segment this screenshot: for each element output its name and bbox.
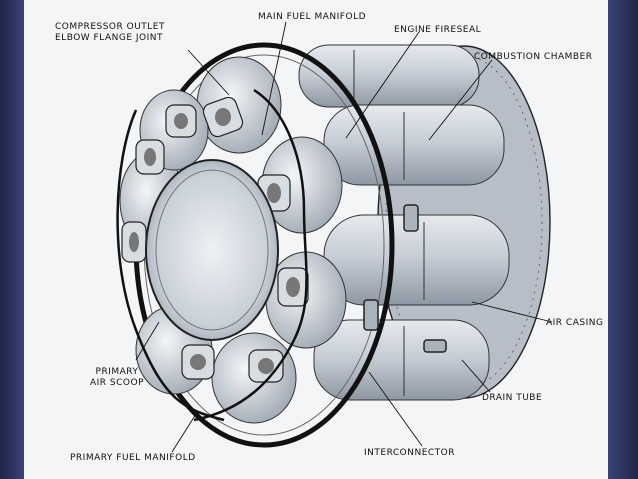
slide-left-border — [0, 0, 24, 479]
label-interconnector: INTERCONNECTOR — [364, 448, 456, 458]
label-main-fuel-manifold: MAIN FUEL MANIFOLD — [258, 12, 367, 22]
label-primary-air-scoop-line2: AIR SCOOP — [90, 378, 145, 388]
label-primary-fuel-manifold: PRIMARY FUEL MANIFOLD — [70, 453, 196, 463]
label-compressor-outlet-line1: COMPRESSOR OUTLET — [55, 22, 165, 32]
label-drain-tube: DRAIN TUBE — [482, 393, 543, 403]
label-compressor-outlet: COMPRESSOR OUTLET ELBOW FLANGE JOINT — [55, 22, 165, 44]
label-engine-fireseal: ENGINE FIRESEAL — [394, 25, 482, 35]
label-compressor-outlet-line2: ELBOW FLANGE JOINT — [55, 33, 163, 43]
combustion-chamber-illustration — [116, 21, 553, 453]
label-primary-air-scoop: PRIMARY AIR SCOOP — [90, 367, 144, 389]
slide-right-border — [608, 0, 638, 479]
label-air-casing: AIR CASING — [546, 318, 604, 328]
label-primary-air-scoop-line1: PRIMARY — [95, 367, 139, 377]
label-combustion-chamber: COMBUSTION CHAMBER — [474, 52, 593, 62]
engine-diagram-figure: COMPRESSOR OUTLET ELBOW FLANGE JOINT MAI… — [24, 0, 608, 479]
